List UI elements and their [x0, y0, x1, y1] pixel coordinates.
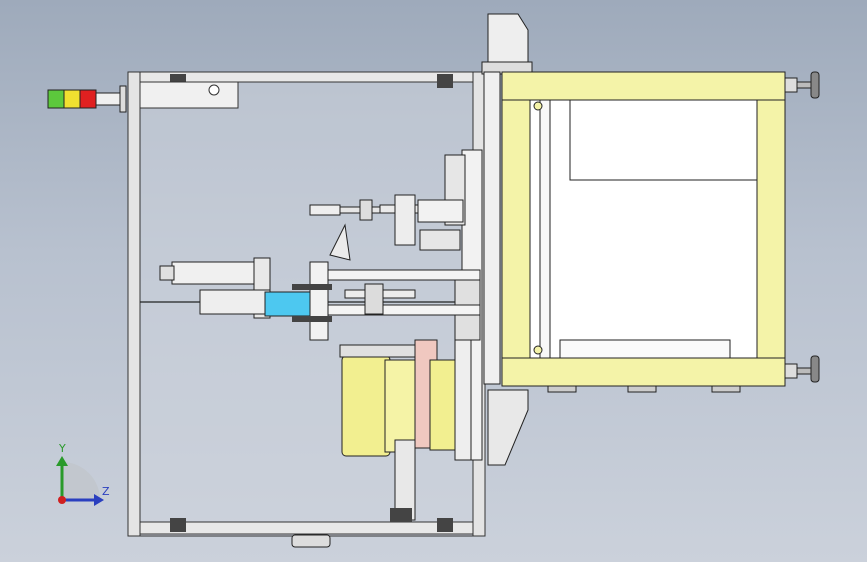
axis-triad-icon[interactable] [56, 456, 104, 506]
axis-z-label: Z [102, 485, 110, 498]
gripper-linkage[interactable] [309, 194, 464, 261]
stack-light-icon [47, 85, 127, 113]
pneumatic-cylinder[interactable] [159, 257, 481, 341]
axis-y-label: Y [59, 442, 66, 455]
conveyor-frame[interactable] [483, 71, 820, 393]
upper-bracket[interactable] [481, 13, 533, 466]
yellow-roller-assembly[interactable] [339, 339, 472, 522]
